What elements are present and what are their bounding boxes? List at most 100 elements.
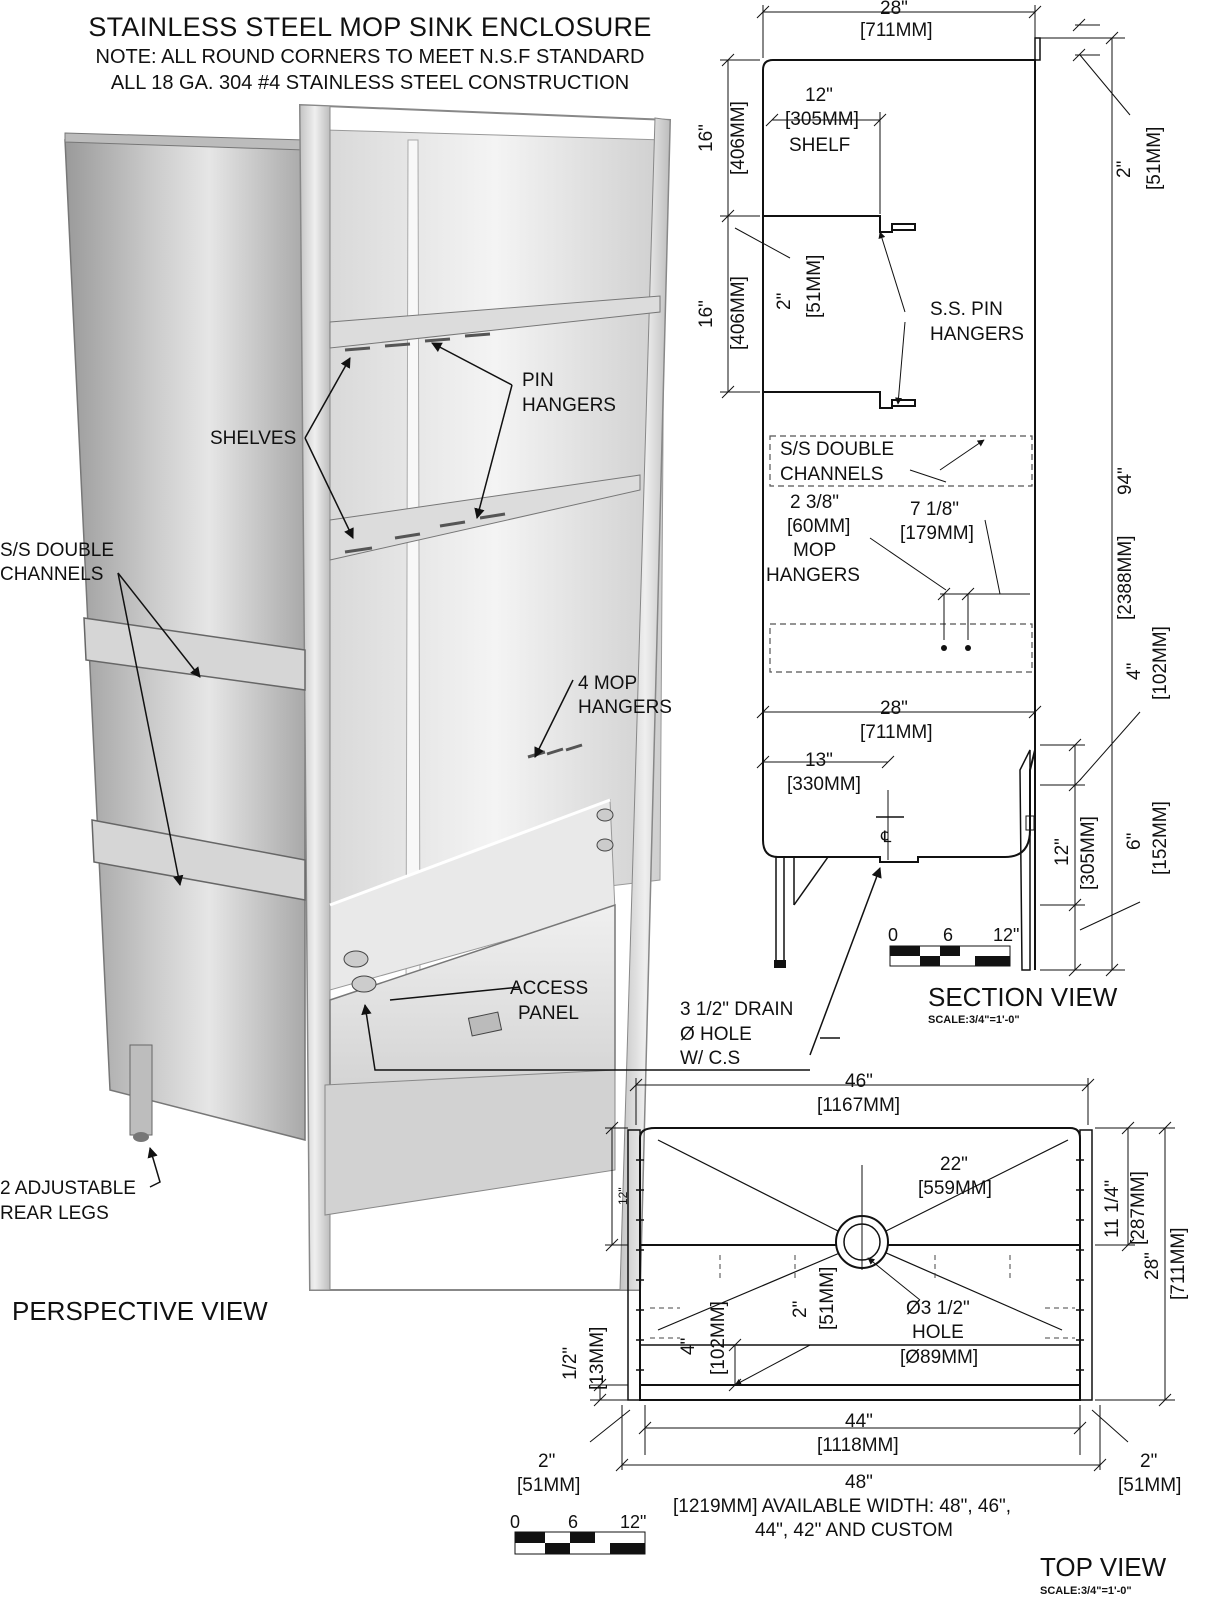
dim-leg-height-mm: [152MM] — [1150, 801, 1171, 875]
dim-basin-depth: 12" — [1052, 838, 1073, 866]
dim-shelf-gap-2: 16" — [696, 300, 717, 328]
label-access-panel: PANEL — [518, 1003, 579, 1024]
dim-top-lip-mm: [51MM] — [1144, 127, 1165, 190]
dim-shelf: 12" — [805, 85, 833, 106]
label-mop: MOP — [793, 540, 836, 561]
dim-drain-offset-mm: [330MM] — [787, 774, 861, 795]
dim-edge: 1/2" — [560, 1347, 581, 1380]
double-channel-upper — [83, 617, 306, 691]
dim-depth: 28" — [1142, 1252, 1163, 1280]
dim-basin-width: 28" — [880, 698, 908, 719]
dim-edge-mm: [13MM] — [587, 1327, 608, 1390]
leg-foot — [133, 1132, 149, 1142]
dim-mop-offset: 7 1/8" — [910, 499, 959, 520]
dim-overall-height-mm: [2388MM] — [1115, 536, 1136, 620]
dim-front-lip: 4" — [1124, 663, 1145, 680]
top-view-scale: SCALE:3/4"=1'-0" — [1040, 1585, 1132, 1597]
dim-curb-width: 4" — [678, 1338, 699, 1355]
section-channel-upper — [769, 435, 1033, 487]
section-view-scale: SCALE:3/4"=1'-0" — [928, 1014, 1020, 1026]
dim-pin-offset-mm: [51MM] — [804, 255, 825, 318]
label-pin-hangers: PIN — [522, 370, 554, 391]
dim-basin-depth-mm: [305MM] — [1078, 816, 1099, 890]
section-scale-bar — [889, 945, 1011, 967]
top-scale-bar — [514, 1531, 646, 1555]
dim-outer-width: 46" — [845, 1071, 873, 1092]
dim-drain-offset: 13" — [805, 750, 833, 771]
label-section-channels: CHANNELS — [780, 464, 883, 485]
basin-front-panel — [1019, 749, 1031, 971]
dim-drain-from-left-mm: [559MM] — [918, 1178, 992, 1199]
slope-lines — [657, 1139, 1069, 1331]
perspective-view: PIN HANGERS SHELVES S/S DOUBLE CHANNELS … — [0, 103, 882, 1326]
section-shelf-lower — [763, 391, 916, 409]
label-shelves: SHELVES — [210, 428, 296, 449]
top-basin-outline — [639, 1127, 1081, 1401]
dim-leg-height: 6" — [1124, 833, 1145, 850]
section-scale-12: 12" — [993, 925, 1019, 945]
section-view: ℄ — [696, 0, 1171, 1026]
dim-available-custom: 44", 42" AND CUSTOM — [755, 1520, 953, 1541]
centerline-icon: ℄ — [880, 829, 892, 846]
label-drain: W/ C.S — [680, 1048, 740, 1069]
basin-latch — [1025, 815, 1035, 831]
top-right-flange — [1079, 1129, 1093, 1401]
mop-hanger-dot — [965, 645, 971, 651]
note-construction: ALL 18 GA. 304 #4 STAINLESS STEEL CONSTR… — [110, 72, 630, 94]
dim-shelf-gap-2-mm: [406MM] — [728, 276, 749, 350]
dim-right-flange-mm: [51MM] — [1118, 1475, 1181, 1496]
dim-depth-mm: [711MM] — [1168, 1227, 1189, 1300]
dim-available: 48" — [845, 1472, 873, 1493]
dim-right-flange: 2" — [1140, 1451, 1157, 1472]
panel-handle-icon — [467, 1011, 503, 1037]
dim-shelf-mm: [305MM] — [785, 109, 859, 130]
note-nsf: NOTE: ALL ROUND CORNERS TO MEET N.S.F ST… — [95, 46, 645, 68]
dim-top-width: 28" — [880, 0, 908, 19]
dim-inner-width: 44" — [845, 1411, 873, 1432]
dim-left-flange: 2" — [538, 1451, 555, 1472]
section-shelf-upper — [763, 215, 916, 233]
top-lip — [1034, 37, 1041, 61]
label-section-channels: S/S DOUBLE — [780, 439, 894, 460]
label-pin-hangers: HANGERS — [522, 395, 616, 416]
shelf-upper — [329, 295, 661, 349]
label-double-channels: S/S DOUBLE — [0, 540, 114, 561]
label-access-panel: ACCESS — [510, 978, 588, 999]
top-scale-12: 12" — [620, 1512, 646, 1532]
label-mop-hangers: 4 MOP — [578, 673, 637, 694]
section-scale-6: 6 — [943, 925, 953, 945]
dim-left-tick: 12" — [616, 1187, 630, 1205]
dim-overall-height: 94" — [1115, 467, 1136, 495]
mop-hanger-dot — [941, 645, 947, 651]
section-dimension-lines — [720, 5, 1141, 977]
dim-shelf-gap-1-mm: [406MM] — [728, 101, 749, 175]
label-rear-legs: REAR LEGS — [0, 1203, 109, 1224]
dim-pin-offset: 2" — [774, 293, 795, 310]
fitting-icon — [596, 808, 614, 822]
dim-outer-width-mm: [1167MM] — [817, 1095, 900, 1116]
dim-top-lip: 2" — [1114, 161, 1135, 178]
dim-curb-offset-mm: [51MM] — [817, 1267, 838, 1330]
label-double-channels: CHANNELS — [0, 564, 103, 585]
dim-hole-label: HOLE — [912, 1322, 964, 1343]
hidden-lines — [650, 1255, 1075, 1339]
page-title: STAINLESS STEEL MOP SINK ENCLOSURE — [88, 12, 652, 42]
frame-left-stile — [299, 104, 331, 1291]
dim-mop-offset-mm: [179MM] — [900, 523, 974, 544]
section-channel-lower — [769, 623, 1033, 673]
dim-curb-width-mm: [102MM] — [708, 1301, 729, 1375]
fitting-icon — [343, 950, 369, 968]
dim-mop-spacing: 2 3/8" — [790, 492, 839, 513]
section-scale-0: 0 — [888, 925, 898, 945]
top-dimension-lines — [589, 1078, 1175, 1472]
dim-drain-from-back: 11 1/4" — [1102, 1180, 1123, 1238]
pin-hangers — [344, 332, 506, 554]
rear-leg — [129, 1044, 153, 1136]
fitting-icon — [596, 838, 614, 852]
top-scale-0: 0 — [510, 1512, 520, 1532]
dim-inner-width-mm: [1118MM] — [817, 1435, 899, 1456]
label-rear-legs: 2 ADJUSTABLE — [0, 1178, 136, 1199]
dim-hole: Ø3 1/2" — [906, 1298, 970, 1319]
dim-hole-mm: [Ø89MM] — [900, 1347, 978, 1368]
dim-drain-from-left: 22" — [940, 1154, 968, 1175]
